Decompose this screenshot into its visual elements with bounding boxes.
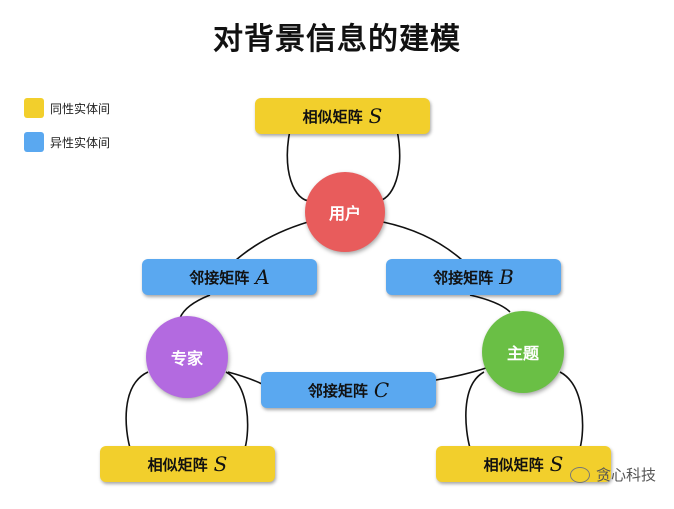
legend-item-diff: 异性实体间 [24, 132, 110, 152]
edge-b-topic [469, 294, 511, 313]
matrix-symbol: S [213, 452, 228, 476]
matrix-label: 邻接矩阵 [307, 381, 368, 400]
loop-topic-right [559, 371, 584, 449]
edge-expert-c [227, 371, 263, 385]
node-topic: 主题 [482, 311, 564, 393]
similarity-matrix-left: 相似矩阵 S [100, 446, 275, 482]
edge-c-topic [435, 367, 487, 381]
matrix-label: 相似矩阵 [483, 455, 544, 474]
matrix-symbol: S [549, 452, 564, 476]
page-title: 对背景信息的建模 [213, 22, 461, 57]
legend-swatch-yellow [24, 98, 44, 118]
edge-a-expert [179, 294, 211, 319]
adjacency-matrix-a: 邻接矩阵 A [142, 259, 317, 295]
similarity-matrix-right: 相似矩阵 S [436, 446, 611, 482]
loop-expert-right [225, 371, 249, 449]
edge-user-a [235, 221, 309, 261]
matrix-label: 相似矩阵 [147, 455, 208, 474]
node-user: 用户 [305, 172, 385, 252]
matrix-symbol: C [373, 378, 390, 402]
legend: 同性实体间 异性实体间 [24, 98, 110, 166]
similarity-matrix-top: 相似矩阵 S [255, 98, 430, 134]
adjacency-matrix-b: 邻接矩阵 B [386, 259, 561, 295]
node-expert: 专家 [146, 316, 228, 398]
legend-swatch-blue [24, 132, 44, 152]
wechat-icon [569, 466, 590, 483]
matrix-label: 邻接矩阵 [433, 268, 494, 287]
matrix-symbol: B [499, 265, 514, 289]
loop-expert-left [125, 371, 149, 449]
legend-label: 同性实体间 [50, 101, 111, 116]
adjacency-matrix-c: 邻接矩阵 C [261, 372, 436, 408]
loop-user-left [286, 129, 313, 202]
matrix-symbol: S [368, 104, 383, 128]
watermark: 贪心科技 [569, 464, 656, 485]
legend-label: 异性实体间 [50, 135, 111, 150]
matrix-label: 邻接矩阵 [189, 268, 250, 287]
matrix-label: 相似矩阵 [302, 107, 363, 126]
edge-user-b [382, 221, 463, 261]
watermark-text: 贪心科技 [595, 466, 656, 484]
matrix-symbol: A [255, 265, 270, 289]
legend-item-same: 同性实体间 [24, 98, 110, 118]
loop-topic-left [465, 371, 485, 449]
